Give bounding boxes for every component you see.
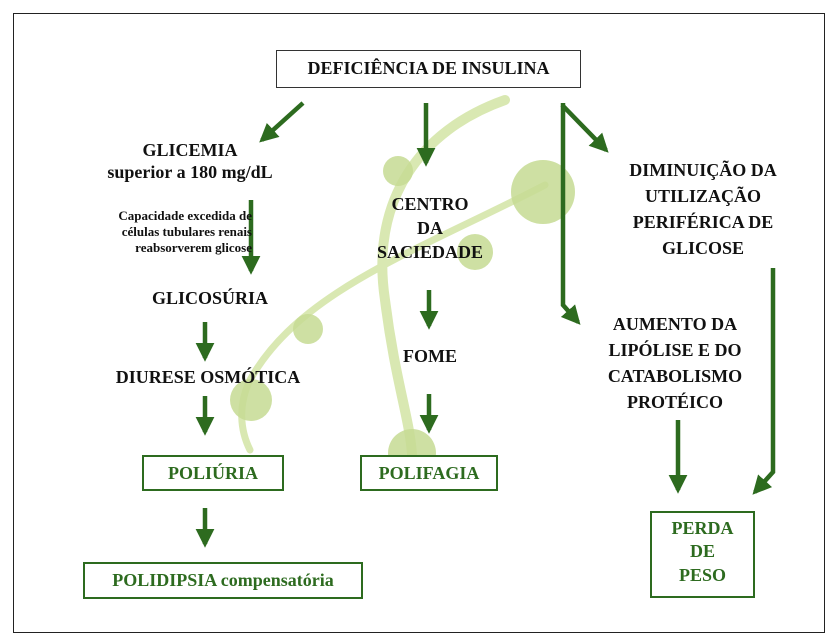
arrow-to-lipolysis <box>560 106 581 325</box>
arrow-to-glycemia <box>259 101 305 143</box>
satiety-center-label: CENTRO DA SACIEDADE <box>376 194 484 262</box>
glycosuria-label: GLICOSÚRIA <box>151 288 269 308</box>
peripheral-utilization-label: DIMINUIÇÃO DA UTILIZAÇÃO PERIFÉRICA DE G… <box>629 160 777 259</box>
polyuria-label: POLIÚRIA <box>167 463 258 483</box>
glycemia-label: GLICEMIA superior a 180 mg/dL <box>107 140 273 182</box>
arrow-peripheral-to-weight-loss <box>752 268 776 495</box>
polydipsia-box: POLIDIPSIA compensatória <box>83 562 363 599</box>
decorative-circle <box>230 379 272 421</box>
decorative-vine <box>377 95 510 460</box>
arrow-to-peripheral <box>560 103 609 153</box>
insulin-deficiency-box: DEFICIÊNCIA DE INSULINA <box>276 50 581 88</box>
insulin-deficiency-label: DEFICIÊNCIA DE INSULINA <box>307 58 550 78</box>
decorative-circle <box>511 160 575 224</box>
decorative-circle <box>383 156 413 186</box>
tubular-capacity-label: Capacidade excedida de células tubulares… <box>118 208 252 255</box>
polyuria-box: POLIÚRIA <box>142 455 284 491</box>
polyphagia-label: POLIFAGIA <box>378 463 480 483</box>
decorative-circle <box>293 314 323 344</box>
decorative-circle <box>457 234 493 270</box>
polydipsia-label: POLIDIPSIA compensatória <box>112 570 334 590</box>
diagram-frame <box>13 13 825 633</box>
hunger-label: FOME <box>403 346 457 366</box>
lipolysis-catabolism-label: AUMENTO DA LIPÓLISE E DO CATABOLISMO PRO… <box>607 314 743 413</box>
weight-loss-box: PERDA DE PESO <box>650 511 755 598</box>
polyphagia-box: POLIFAGIA <box>360 455 498 491</box>
osmotic-diuresis-label: DIURESE OSMÓTICA <box>115 367 301 387</box>
